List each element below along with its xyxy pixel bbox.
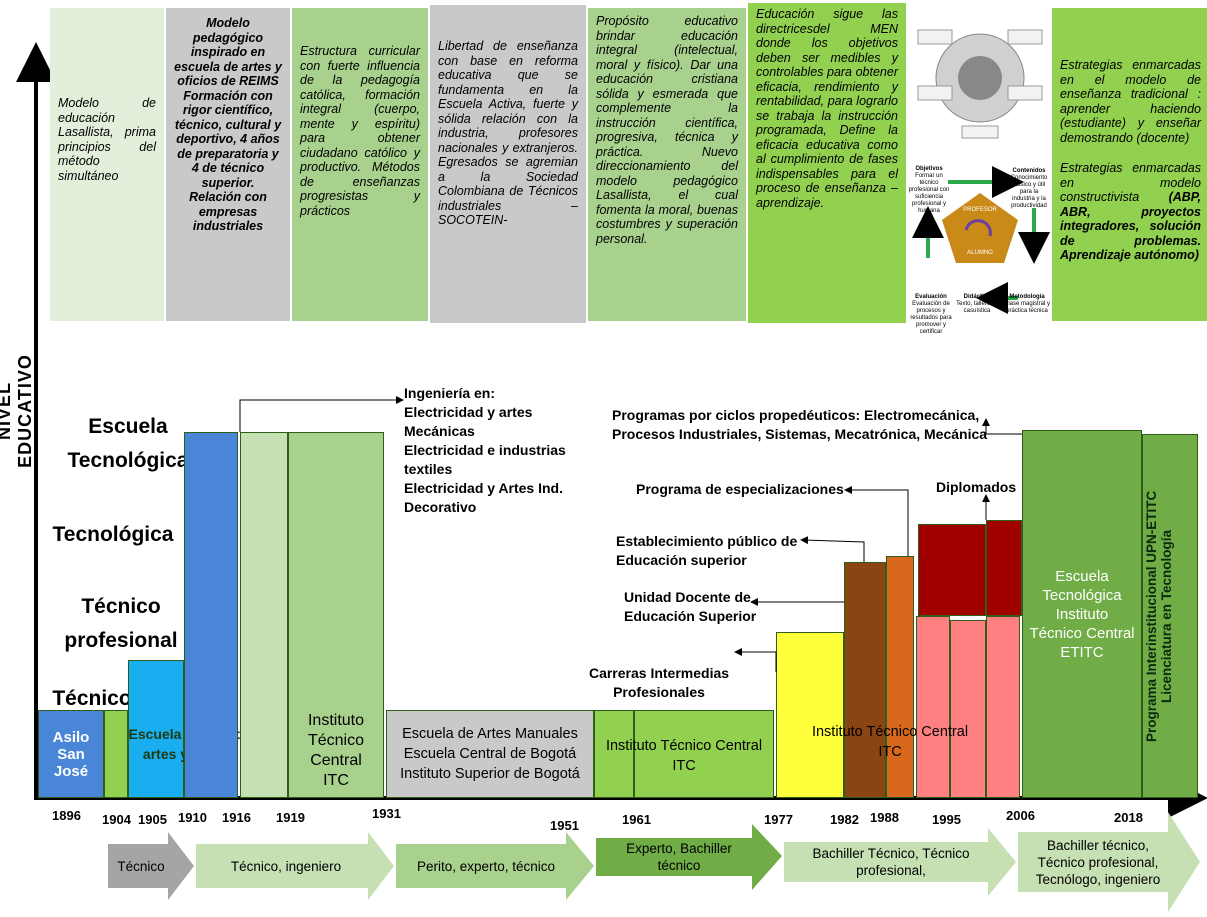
year-1931: 1931 (372, 806, 401, 821)
year-1910: 1910 (178, 810, 207, 825)
bar-1982 (844, 562, 886, 798)
title-perito: Perito, experto, técnico (416, 858, 556, 874)
year-1919: 1919 (276, 810, 305, 825)
year-1896: 1896 (52, 808, 81, 823)
year-1982: 1982 (830, 812, 859, 827)
bar-1995-pink-a (916, 616, 950, 798)
title-tecnico: Técnico (117, 858, 165, 874)
bar-1916 (240, 432, 288, 798)
bar-programa-2018 (1142, 434, 1198, 798)
strategies-box: Estrategias enmarcadas en el modelo de e… (1052, 8, 1207, 321)
bar-1995-pink-b (950, 620, 986, 798)
year-1951: 1951 (550, 818, 579, 833)
pedagogy-diagram (912, 29, 1050, 314)
bar-escuela-central (128, 660, 184, 798)
title-tecnico-ingeniero: Técnico, ingeniero (230, 858, 342, 874)
note-reims: Modelo pedagógico inspirado en escuela d… (166, 8, 290, 321)
strategy-constructivist: Estrategias enmarcadas en modelo constru… (1060, 161, 1201, 262)
level-tecnico: Técnico (52, 687, 132, 710)
year-1904: 1904 (102, 812, 131, 827)
year-1916: 1916 (222, 810, 251, 825)
bar-1977 (776, 632, 844, 798)
fig-alumno: ALUMNO (967, 250, 993, 256)
note-lasallista: Modelo de educación Lasallista, prima pr… (50, 8, 164, 321)
level-tecnologica: Tecnológica (52, 523, 174, 546)
note-men: Educación sigue las directricesdel MEN d… (748, 3, 906, 323)
bar-diplomado-b (986, 520, 1022, 616)
fig-profesor: PROFESOR (963, 207, 997, 213)
note-escuela-activa: Libertad de enseñanza con base en reform… (430, 5, 586, 323)
strategy-traditional: Estrategias enmarcadas en el modelo de e… (1060, 58, 1201, 145)
bar-diplomado-a (918, 524, 986, 616)
note-cristiana: Propósito educativo brindar educación in… (588, 8, 746, 321)
year-1977: 1977 (764, 812, 793, 827)
bar-1904 (104, 710, 128, 798)
bar-itc-1961 (634, 710, 774, 798)
year-1905: 1905 (138, 812, 167, 827)
year-1961: 1961 (622, 812, 651, 827)
year-2006: 2006 (1006, 808, 1035, 823)
note-catolica: Estructura curricular con fuerte influen… (292, 8, 428, 321)
year-2018: 2018 (1114, 810, 1143, 825)
bar-1961a (594, 710, 634, 798)
bar-1995-pink-c (986, 616, 1020, 798)
year-1995: 1995 (932, 812, 961, 827)
bar-1988 (886, 556, 914, 798)
year-1988: 1988 (870, 810, 899, 825)
annotation-ciclos: Programas por ciclos propedéuticos: Elec… (612, 407, 988, 442)
title-bachiller-2006: Bachiller técnico,Técnico profesional,Te… (1035, 837, 1161, 887)
bar-1910 (184, 432, 238, 798)
annotation-diplomados: Diplomados (936, 479, 1017, 495)
annotation-especializaciones: Programa de especializaciones (636, 481, 844, 497)
